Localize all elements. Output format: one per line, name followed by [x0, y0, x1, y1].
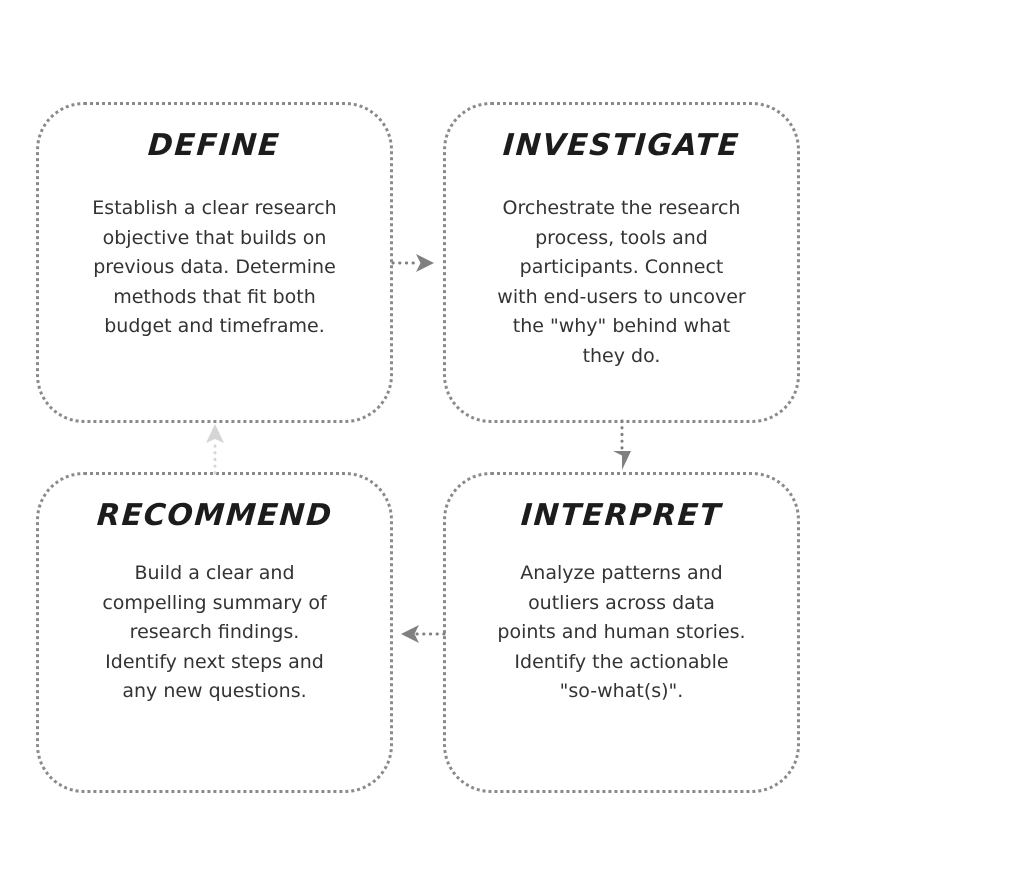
node-recommend[interactable]: RECOMMEND Build a clear and compelling s… — [36, 472, 393, 793]
node-recommend-title: RECOMMEND — [95, 498, 334, 533]
arrow-down-icon — [613, 419, 631, 470]
arrow-interpret-to-recommend — [391, 619, 446, 649]
node-define[interactable]: DEFINE Establish a clear research object… — [36, 102, 393, 423]
arrow-up-icon — [206, 424, 224, 475]
node-interpret-body: Analyze patterns and outliers across dat… — [497, 562, 746, 702]
node-interpret[interactable]: INTERPRET Analyze patterns and outliers … — [443, 472, 800, 793]
node-interpret-title: INTERPRET — [519, 498, 724, 533]
arrow-right-icon — [391, 254, 434, 272]
node-define-body: Establish a clear research objective tha… — [92, 197, 337, 337]
arrow-recommend-to-define — [200, 420, 230, 475]
node-investigate-title: INVESTIGATE — [501, 128, 742, 163]
node-recommend-body: Build a clear and compelling summary of … — [102, 562, 327, 702]
arrow-define-to-investigate — [391, 248, 444, 278]
node-investigate[interactable]: INVESTIGATE Orchestrate the research pro… — [443, 102, 800, 423]
node-investigate-body: Orchestrate the research process, tools … — [497, 197, 746, 367]
arrow-left-icon — [401, 625, 446, 643]
node-define-title: DEFINE — [147, 128, 282, 163]
arrow-investigate-to-interpret — [607, 419, 637, 474]
